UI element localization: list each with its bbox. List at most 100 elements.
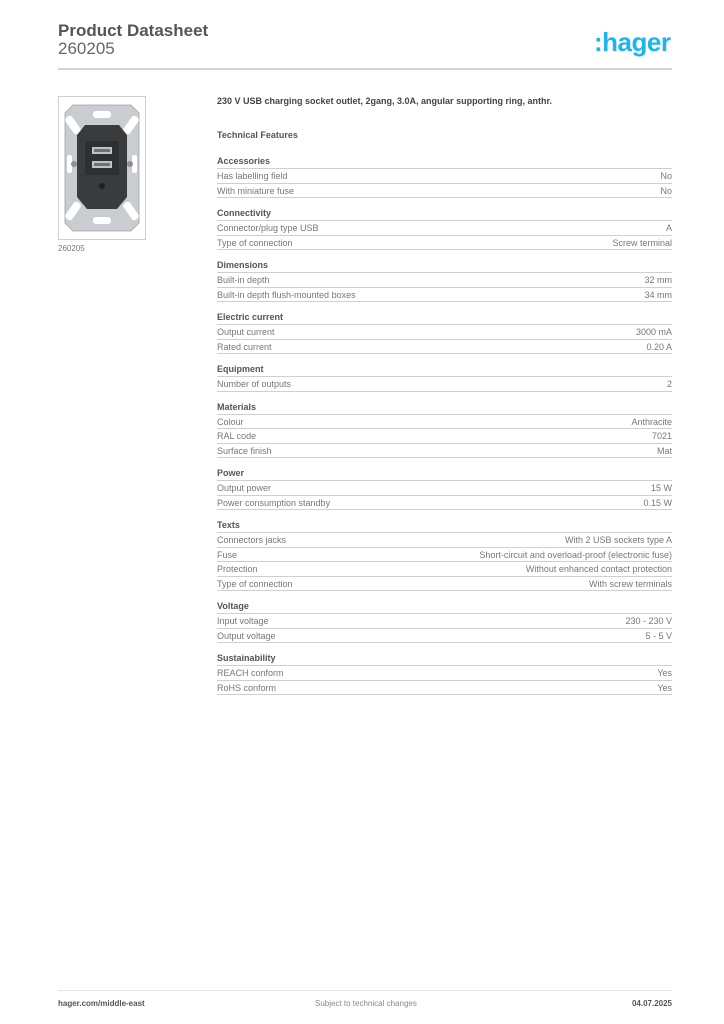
spec-value: 32 mm: [644, 275, 672, 285]
spec-label: RoHS conform: [217, 682, 277, 693]
spec-row: With miniature fuse No: [217, 184, 672, 198]
article-number: 260205: [58, 39, 115, 58]
spec-label: Power consumption standby: [217, 497, 331, 508]
spec-value: Mat: [656, 445, 672, 456]
spec-label: Rated current: [217, 341, 272, 352]
spec-label: Built-in depth: [217, 275, 270, 285]
spec-label: With miniature fuse: [217, 185, 295, 196]
spec-label: Protection: [217, 564, 258, 574]
spec-value: Screw terminal: [612, 237, 672, 248]
spec-section-texts: Texts Connectors jacks With 2 USB sockets…: [217, 519, 672, 591]
spec-label: Number of outputs: [217, 379, 292, 389]
spec-value: With screw terminals: [588, 578, 672, 589]
spec-value: Yes: [657, 682, 672, 693]
spec-row: Rated current 0.20 A: [217, 340, 672, 354]
spec-row: Built-in depth 32 mm: [217, 273, 672, 288]
spec-row: Connector/plug type USB A: [217, 221, 672, 236]
spec-label: Input voltage: [217, 616, 269, 626]
spec-row: Output voltage 5 - 5 V: [217, 629, 672, 643]
spec-label: Built-in depth flush-mounted boxes: [217, 289, 356, 300]
spec-label: Colour: [217, 416, 244, 427]
footer-date: 04.07.2025: [631, 999, 672, 1008]
spec-label: Type of connection: [217, 578, 293, 589]
spec-value: 5 - 5 V: [645, 630, 672, 641]
section-title: Accessories: [217, 155, 672, 169]
spec-row: Power consumption standby 0.15 W: [217, 496, 672, 510]
spec-label: Output power: [217, 483, 272, 493]
section-title: Dimensions: [217, 259, 672, 273]
spec-section-connectivity: Connectivity Connector/plug type USB A Ty…: [217, 207, 672, 250]
section-title: Materials: [217, 401, 672, 415]
spec-label: RAL code: [217, 431, 257, 441]
spec-value: No: [660, 171, 672, 181]
spec-label: Has labelling field: [217, 171, 288, 181]
section-title: Electric current: [217, 311, 672, 325]
spec-row: Output power 15 W: [217, 481, 672, 496]
section-title: Sustainability: [217, 652, 672, 666]
footer-notice: Subject to technical changes: [315, 999, 417, 1008]
technical-features-heading: Technical Features: [217, 130, 298, 140]
spec-value: Anthracite: [631, 416, 672, 427]
section-title: Connectivity: [217, 207, 672, 221]
section-title: Equipment: [217, 363, 672, 377]
spec-label: Type of connection: [217, 237, 293, 248]
spec-label: Connectors jacks: [217, 535, 287, 545]
spec-row: Input voltage 230 - 230 V: [217, 614, 672, 629]
spec-value: 7021: [651, 431, 672, 441]
spec-row: Type of connection With screw terminals: [217, 577, 672, 591]
spec-value: 0.15 W: [643, 497, 672, 508]
section-title: Texts: [217, 519, 672, 533]
spec-section-dimensions: Dimensions Built-in depth 32 mm Built-in …: [217, 259, 672, 302]
spec-value: 230 - 230 V: [625, 616, 672, 626]
spec-row: Colour Anthracite: [217, 415, 672, 429]
spec-value: 34 mm: [644, 289, 672, 300]
spec-section-voltage: Voltage Input voltage 230 - 230 V Output …: [217, 600, 672, 643]
spec-row: RoHS conform Yes: [217, 681, 672, 695]
usb-socket-illustration-icon: [59, 97, 145, 239]
hager-logo: :hager: [594, 27, 671, 57]
spec-row: Built-in depth flush-mounted boxes 34 mm: [217, 288, 672, 302]
section-title: Power: [217, 467, 672, 481]
product-image: [58, 96, 146, 240]
section-title: Voltage: [217, 600, 672, 614]
spec-label: Output voltage: [217, 630, 276, 641]
spec-label: Output current: [217, 327, 275, 337]
spec-row: REACH conform Yes: [217, 666, 672, 681]
spec-value: A: [665, 223, 672, 233]
spec-row: Output current 3000 mA: [217, 325, 672, 340]
spec-row: Type of connection Screw terminal: [217, 236, 672, 250]
spec-label: Connector/plug type USB: [217, 223, 319, 233]
image-caption: 260205: [58, 244, 85, 253]
spec-value: 2: [666, 379, 672, 389]
header-divider: [58, 68, 672, 70]
spec-row: Has labelling field No: [217, 169, 672, 184]
spec-value: 3000 mA: [635, 327, 672, 337]
spec-row: RAL code 7021: [217, 429, 672, 444]
spec-row: Number of outputs 2: [217, 377, 672, 392]
page-title: Product Datasheet: [58, 21, 209, 40]
spec-value: 15 W: [650, 483, 672, 493]
spec-value: With 2 USB sockets type A: [564, 535, 672, 545]
footer-website-link[interactable]: hager.com/middle-east: [58, 999, 145, 1008]
spec-label: Surface finish: [217, 445, 272, 456]
spec-value: No: [660, 185, 672, 196]
spec-section-power: Power Output power 15 W Power consumption…: [217, 467, 672, 510]
footer-divider: [58, 990, 672, 991]
product-description: 230 V USB charging socket outlet, 2gang,…: [217, 96, 553, 106]
spec-label: Fuse: [217, 549, 238, 560]
spec-section-electric-current: Electric current Output current 3000 mA R…: [217, 311, 672, 354]
spec-row: Connectors jacks With 2 USB sockets type …: [217, 533, 672, 548]
spec-value: Yes: [657, 668, 672, 678]
spec-row: Protection Without enhanced contact prote…: [217, 562, 672, 577]
spec-row: Fuse Short-circuit and overload-proof (el…: [217, 548, 672, 562]
spec-value: 0.20 A: [646, 341, 672, 352]
spec-section-equipment: Equipment Number of outputs 2: [217, 363, 672, 392]
spec-value: Without enhanced contact protection: [525, 564, 672, 574]
spec-row: Surface finish Mat: [217, 444, 672, 458]
spec-value: Short-circuit and overload-proof (electr…: [479, 549, 672, 560]
spec-label: REACH conform: [217, 668, 284, 678]
